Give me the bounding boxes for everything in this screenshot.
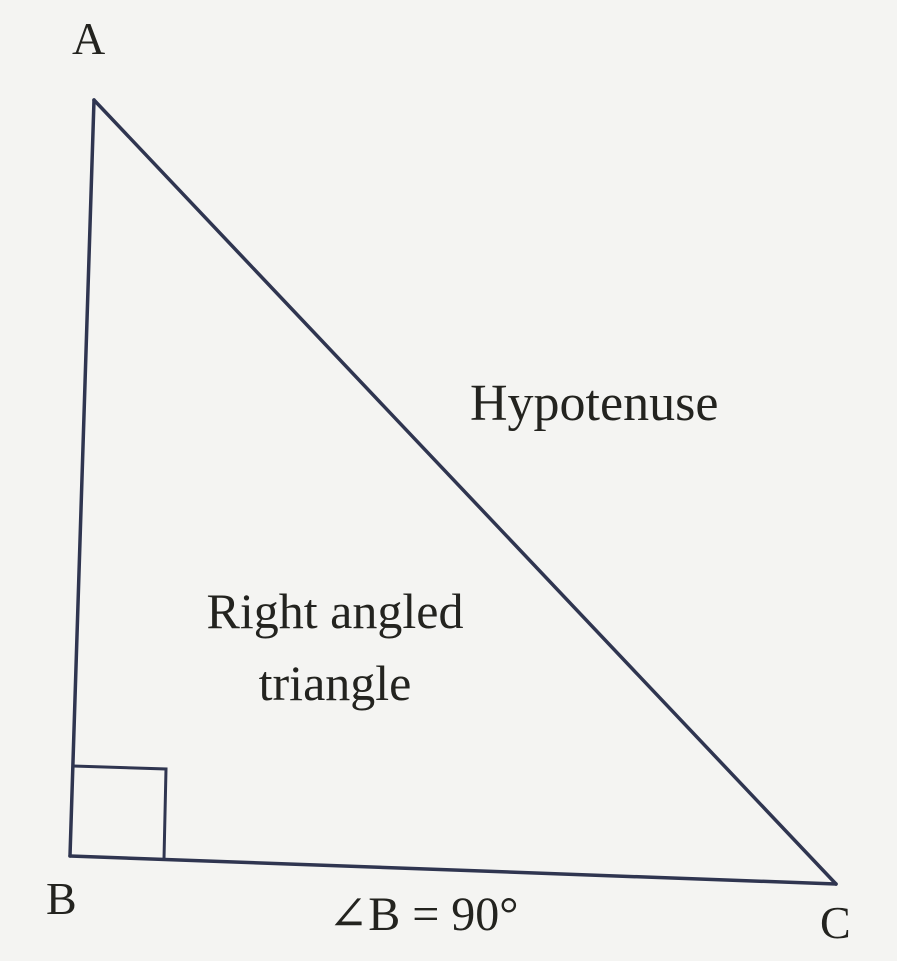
caption-line-2: triangle [259, 655, 412, 711]
angle-b-label: ∠B = 90° [328, 888, 519, 941]
side-bc [68, 854, 838, 886]
vertex-label-c: C [820, 897, 851, 948]
right-angle-marker [72, 764, 168, 860]
side-ab [68, 98, 96, 858]
caption-line-1: Right angled [207, 583, 464, 639]
hypotenuse-ac [92, 98, 838, 886]
vertex-label-a: A [72, 13, 105, 64]
hypotenuse-label: Hypotenuse [470, 375, 718, 432]
vertex-label-b: B [46, 873, 77, 924]
